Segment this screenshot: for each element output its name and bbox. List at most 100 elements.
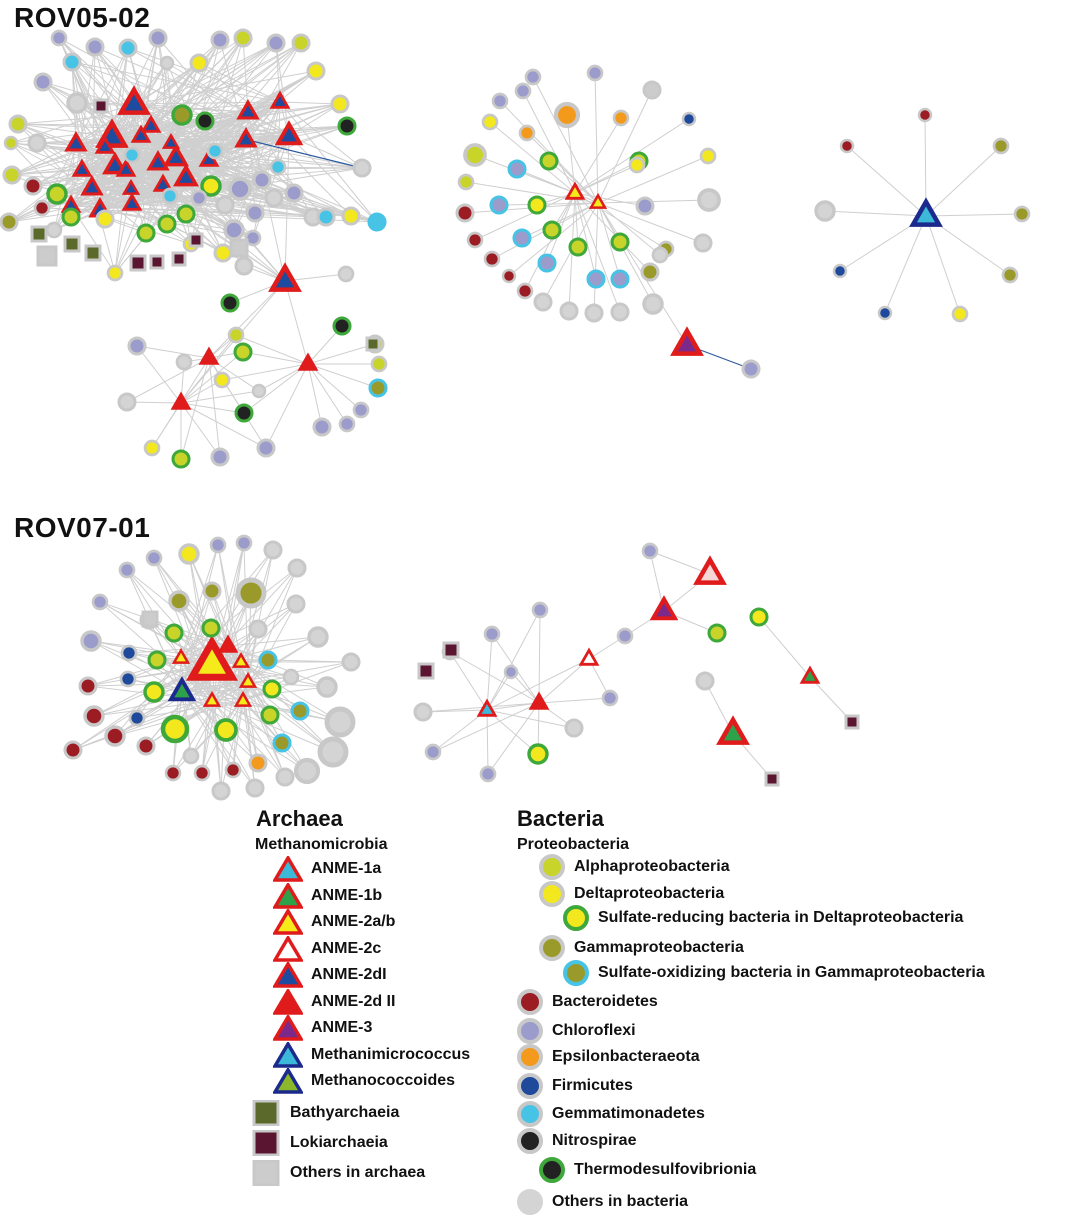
bacteria-node: [27, 133, 47, 153]
network-edge: [538, 658, 590, 704]
bacteria-node: [481, 113, 499, 131]
anme-2c-triangle: [578, 647, 600, 666]
bacteria-node: [275, 767, 295, 787]
bacteria-node: [23, 176, 43, 196]
bacteria-node: [235, 577, 267, 609]
network-edge: [70, 205, 192, 245]
bacteria-node: [291, 33, 311, 53]
anme-2di-triangle: [146, 150, 170, 171]
legend-label: Lokiarchaeia: [290, 1134, 388, 1151]
network-edge: [242, 700, 308, 772]
bacteria-node: [260, 705, 280, 725]
bacteria-node: [741, 359, 761, 379]
network-edge: [486, 709, 489, 775]
bacteria-node: [424, 743, 442, 761]
bacteria-node: [699, 147, 717, 165]
anme-2d-ii-triangle: [297, 352, 319, 371]
bacteria-node: [244, 229, 262, 247]
network-edge: [247, 139, 363, 169]
anme-2di-triangle: [274, 120, 304, 146]
legend-square-icon: [252, 1100, 280, 1126]
bacteria-node: [286, 594, 306, 614]
bacteria-node: [287, 558, 307, 578]
lokiarchaeia-square: [149, 254, 165, 270]
network-edge: [71, 61, 152, 127]
bacteria-node: [233, 342, 253, 362]
bacteria-node: [235, 534, 253, 552]
network-edge: [180, 402, 245, 414]
network-edge: [181, 676, 292, 693]
network-edge: [574, 192, 621, 313]
bacteria-node: [227, 326, 245, 344]
legend-circle-icon: [517, 1128, 543, 1154]
bacteria-node: [120, 644, 138, 662]
bacteria-node: [307, 626, 329, 648]
bacteria-node: [182, 747, 200, 765]
network-edge: [235, 334, 309, 365]
network-edge: [217, 544, 244, 702]
bacteria-node: [136, 223, 156, 243]
anme-2di-triangle: [115, 158, 137, 177]
legend-square-icon: [252, 1160, 280, 1186]
bacteria-node: [455, 203, 475, 223]
network-edge: [597, 89, 653, 204]
bacteria-node: [118, 561, 136, 579]
network-edge: [265, 363, 309, 449]
bacteria-node: [248, 753, 268, 773]
bacteria-node: [189, 53, 209, 73]
legend-label: Alphaproteobacteria: [574, 858, 730, 875]
legend-item-methanimicrococcus: Methanimicrococcus: [273, 1041, 470, 1068]
bacteria-node: [106, 264, 124, 282]
network-edge: [94, 46, 249, 113]
network-edge: [474, 192, 576, 241]
anme-2d-ii-triangle: [198, 346, 220, 365]
network-edge: [126, 357, 210, 403]
anme-2ab-triangle: [185, 635, 239, 681]
bacteria-node: [537, 253, 557, 273]
network-edge: [574, 192, 667, 250]
legend-label: ANME-3: [311, 1019, 373, 1036]
network-edge: [240, 603, 297, 663]
bacteria-node: [143, 681, 165, 703]
legend-triangle-icon: [273, 856, 303, 882]
legend-circle-icon: [517, 1044, 543, 1070]
network-edge: [180, 402, 221, 458]
network-edge: [198, 62, 290, 137]
network-edge: [597, 202, 661, 256]
lokiarchaeia-square: [93, 98, 109, 114]
network-edge: [170, 142, 327, 218]
legend-item-deltaproteobacteria: Deltaproteobacteria: [538, 881, 724, 907]
network-edge: [211, 700, 301, 712]
network-edge: [279, 101, 341, 105]
legend-label: ANME-2dI: [311, 966, 387, 983]
legend-circle-icon: [563, 905, 589, 931]
network-edge: [181, 691, 308, 772]
network-edge: [224, 139, 247, 206]
legend-item-bacteroidetes: Bacteroidetes: [516, 989, 658, 1015]
network-edge: [239, 101, 281, 190]
legend-item-anme-1a: ANME-1a: [273, 856, 381, 882]
bacteria-node: [533, 292, 553, 312]
bacteria-node: [175, 353, 193, 371]
network-edge: [243, 363, 309, 414]
legend-item-anme-3: ANME-3: [273, 1015, 372, 1041]
network-edge: [136, 700, 244, 719]
network-edge: [114, 165, 286, 282]
bacteria-node: [80, 630, 102, 652]
bacteria-node: [749, 607, 769, 627]
anme-2di-triangle: [162, 143, 190, 167]
network-edge: [597, 199, 710, 204]
legend-item-chloroflexi: Chloroflexi: [516, 1018, 636, 1044]
network-edge: [487, 702, 540, 775]
bacteria-node: [527, 195, 547, 215]
network-edge: [824, 210, 927, 217]
legend-item-gemmatimonadetes: Gemmatimonadetes: [516, 1101, 705, 1127]
network-edge: [574, 117, 622, 194]
network-edge: [198, 62, 281, 103]
bacteria-node: [272, 733, 292, 753]
legend-item-sulfate-oxidizing-bacteria-in-gammaproteobacteria: Sulfate-oxidizing bacteria in Gammaprote…: [562, 960, 985, 986]
bacteria-node: [284, 183, 304, 203]
network-edge: [538, 697, 611, 704]
network-edge: [17, 123, 113, 138]
